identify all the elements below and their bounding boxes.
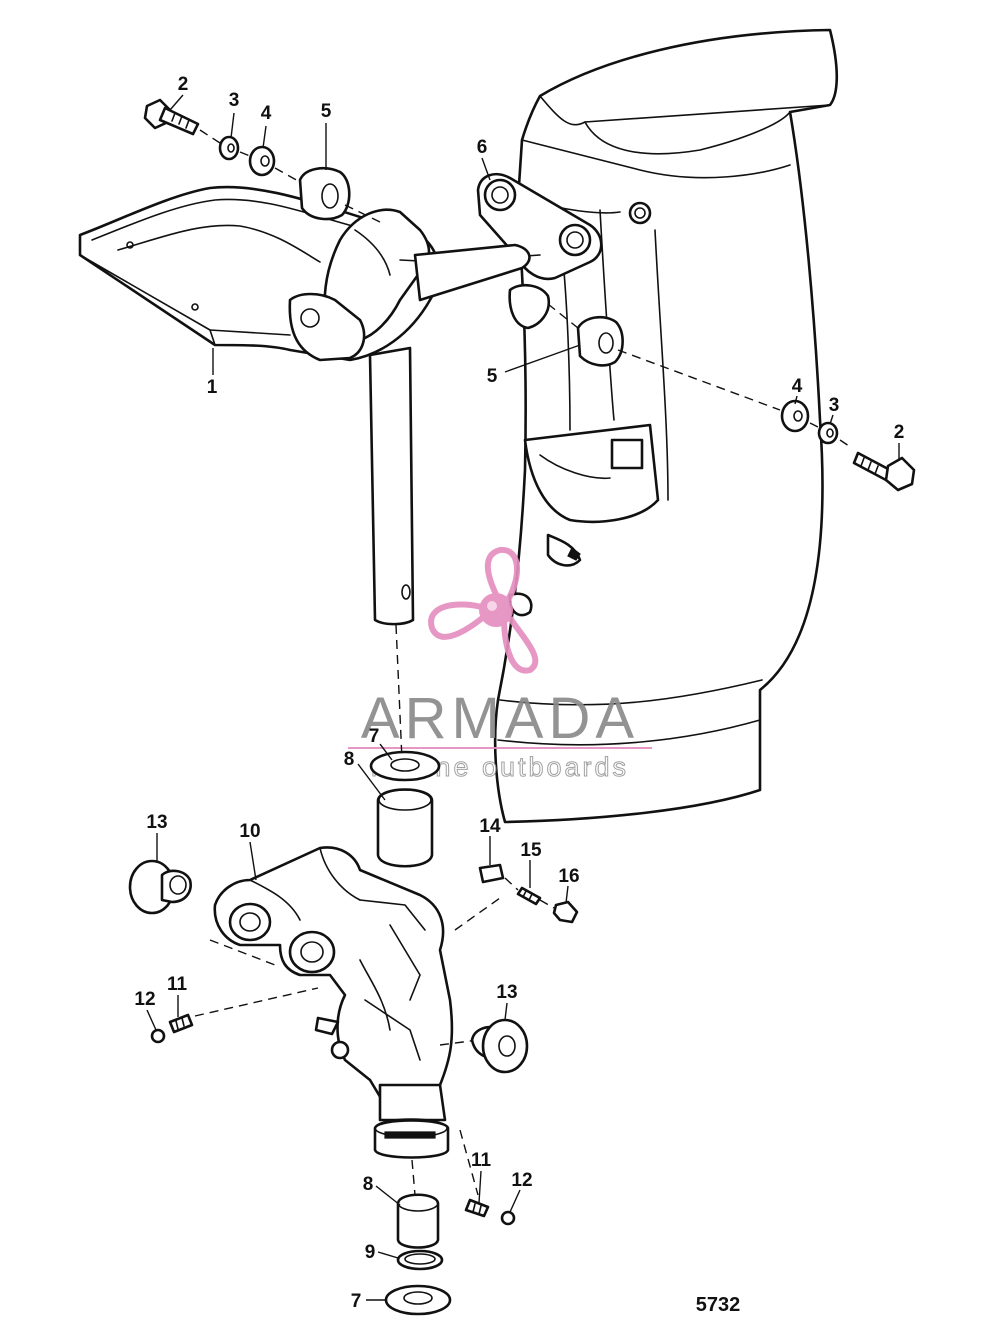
callout-5: 5 bbox=[321, 101, 332, 122]
callout-10: 10 bbox=[239, 821, 260, 842]
upper-right-mount-hardware bbox=[508, 283, 916, 492]
callout-8-upper: 8 bbox=[344, 749, 355, 770]
callout-15: 15 bbox=[520, 840, 542, 861]
pivot-axis-line bbox=[209, 939, 276, 966]
callout-14: 14 bbox=[479, 816, 501, 837]
callout-4: 4 bbox=[261, 103, 272, 124]
upper-bushing-set bbox=[369, 750, 441, 868]
callout-2: 2 bbox=[178, 74, 189, 95]
callout-5-right: 5 bbox=[487, 366, 498, 387]
grease-fitting-axis-right bbox=[459, 1129, 479, 1196]
lower-kingpin-axis bbox=[411, 1159, 416, 1196]
callout-11-left: 11 bbox=[167, 974, 188, 995]
callout-13-right: 13 bbox=[496, 982, 517, 1003]
callout-6: 6 bbox=[477, 137, 488, 158]
kingpin-axis-line bbox=[395, 624, 403, 761]
grease-fitting-axis-left bbox=[194, 987, 319, 1017]
callout-8-lower: 8 bbox=[363, 1174, 374, 1195]
callout-12-right: 12 bbox=[511, 1170, 532, 1191]
callout-11-right: 11 bbox=[471, 1150, 492, 1171]
callout-1: 1 bbox=[207, 377, 218, 398]
swivel-bracket bbox=[213, 846, 454, 1159]
callout-4-right: 4 bbox=[792, 376, 803, 397]
callout-12-left: 12 bbox=[134, 989, 155, 1010]
left-side-bushing bbox=[128, 859, 192, 915]
lower-bushing-set bbox=[384, 1193, 452, 1316]
leader-lines bbox=[146, 94, 900, 1301]
latch-axis-line bbox=[454, 897, 501, 931]
upper-mount-bracket bbox=[476, 173, 603, 281]
callout-13-left: 13 bbox=[146, 812, 167, 833]
left-grease-fitting bbox=[150, 1013, 194, 1044]
watermark-title: ARMADA bbox=[361, 686, 639, 751]
callout-3-right: 3 bbox=[829, 395, 840, 416]
callout-2-right: 2 bbox=[894, 422, 905, 443]
callout-7-upper: 7 bbox=[369, 726, 380, 747]
callout-9: 9 bbox=[365, 1242, 376, 1263]
callout-numbers: 2 3 4 5 6 1 5 4 3 2 7 8 13 10 14 15 16 1… bbox=[134, 74, 904, 1312]
steering-arm-assembly bbox=[78, 185, 541, 626]
right-grease-fitting bbox=[464, 1198, 516, 1226]
propeller-logo-icon bbox=[428, 546, 539, 674]
right-side-bushing bbox=[470, 1018, 529, 1074]
callout-16: 16 bbox=[558, 866, 579, 887]
latch-hardware bbox=[478, 863, 579, 924]
figure-number: 5732 bbox=[696, 1294, 741, 1316]
callout-3: 3 bbox=[229, 90, 240, 111]
upper-left-mount-hardware bbox=[143, 98, 381, 223]
callout-7-lower: 7 bbox=[351, 1291, 362, 1312]
